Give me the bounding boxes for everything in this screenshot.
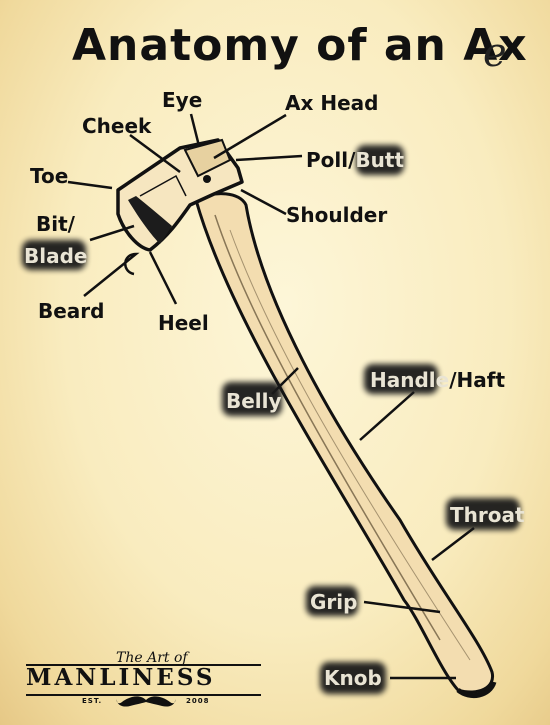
- logo-rule-bottom: [26, 694, 261, 696]
- label-shoulder: Shoulder: [286, 203, 388, 227]
- label-eye: Eye: [162, 88, 203, 112]
- handle-grain-line: [214, 214, 441, 641]
- label-butt-text: Butt: [355, 148, 405, 172]
- leader-shoulder: [240, 188, 287, 216]
- poster-title: Anatomy of an Ax: [72, 20, 528, 71]
- mustache-icon: [116, 696, 176, 707]
- label-cheek: Cheek: [82, 114, 152, 138]
- label-knob: Knob: [324, 666, 382, 690]
- label-belly: Belly: [226, 389, 282, 413]
- cheek-shading: [139, 174, 187, 197]
- leader-poll: [235, 154, 303, 162]
- leader-bit: [89, 224, 135, 242]
- smudge-throat: [446, 498, 520, 530]
- label-beard: Beard: [38, 299, 105, 323]
- blade-edge: [128, 196, 172, 244]
- smudge-belly: [222, 382, 282, 416]
- leader-ax-head: [213, 113, 287, 160]
- label-bit: Bit/: [36, 212, 75, 236]
- smudge-grip: [306, 586, 358, 616]
- art-of-manliness-logo: The Art of MANLINESS EST. 2008: [26, 650, 266, 714]
- label-throat: Throat: [450, 503, 525, 527]
- leader-cheek: [129, 133, 181, 174]
- poster-title-tail: e: [483, 30, 507, 76]
- leader-handle: [359, 391, 415, 441]
- logo-script: The Art of: [116, 650, 188, 666]
- handle-grain-line-2: [229, 229, 471, 661]
- smudge-knob: [320, 662, 386, 694]
- label-handle-text: Handle: [370, 368, 450, 392]
- label-blade: Blade: [24, 244, 88, 268]
- leader-heel: [148, 251, 178, 305]
- leader-grip: [363, 600, 441, 614]
- logo-rule-top: [26, 664, 261, 666]
- leader-eye: [189, 113, 201, 147]
- leader-throat: [431, 527, 475, 561]
- label-heel: Heel: [158, 311, 209, 335]
- leader-toe: [67, 180, 113, 190]
- leader-lines: [67, 113, 475, 680]
- label-haft-text: /Haft: [449, 368, 506, 392]
- smudge-butt: [356, 145, 404, 175]
- label-poll: Poll/Butt: [306, 148, 404, 172]
- wedge-pin: [203, 175, 211, 183]
- label-poll-text: Poll/: [306, 148, 356, 172]
- logo-wordmark: MANLINESS: [26, 664, 216, 691]
- logo-est: EST.: [82, 697, 103, 705]
- logo-year: 2008: [186, 697, 210, 705]
- knob-tip: [456, 680, 497, 699]
- label-ax-head: Ax Head: [285, 91, 379, 115]
- axe-handle: [194, 192, 495, 694]
- label-toe: Toe: [30, 164, 69, 188]
- eye-opening: [183, 138, 232, 178]
- smudge-handle: [364, 364, 438, 394]
- label-handle: Handle/Haft: [370, 368, 505, 392]
- leader-beard: [83, 252, 140, 297]
- label-grip: Grip: [310, 590, 358, 614]
- smudge-blade: [22, 240, 86, 270]
